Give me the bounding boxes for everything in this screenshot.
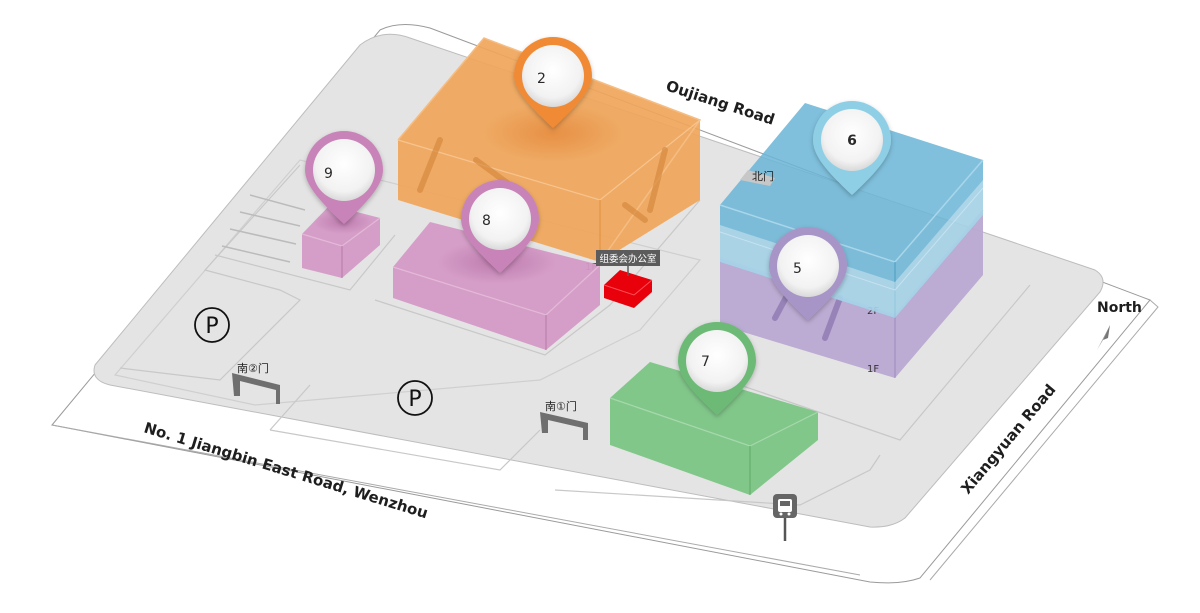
parking-area-2[interactable]: P: [397, 380, 433, 416]
office-building[interactable]: 组委会办公室: [596, 250, 660, 308]
office-tag: [596, 250, 660, 266]
north-gate-label: 北门: [752, 169, 774, 183]
floor-label: 2F: [867, 306, 879, 317]
north-label: North: [1097, 300, 1142, 316]
parking-area-1[interactable]: P: [194, 307, 230, 343]
pin-number: 8: [482, 213, 491, 229]
map-pin-2[interactable]: 2: [514, 37, 592, 128]
map-pin-8[interactable]: 8: [461, 180, 539, 273]
map-pin-6[interactable]: 6: [813, 101, 891, 195]
south-gate-1-label: 南①门: [545, 399, 577, 413]
pin-number: 9: [324, 166, 333, 182]
bus-stop[interactable]: [773, 494, 797, 541]
north-gate[interactable]: 北门: [740, 169, 775, 186]
south-gate-2-label: 南②门: [237, 361, 269, 375]
map-pin-7[interactable]: 7: [678, 322, 756, 415]
floor-label: 1F: [867, 364, 879, 375]
building-7[interactable]: [609, 362, 819, 495]
north-compass: North: [1097, 300, 1142, 350]
pin-number: 7: [701, 354, 710, 370]
office-label: 组委会办公室: [599, 253, 656, 265]
south-gate-2[interactable]: 南②门: [232, 361, 280, 404]
pin-number: 5: [793, 261, 802, 277]
pin-number: 2: [537, 71, 546, 87]
parking-symbol: P: [205, 314, 218, 339]
parking-symbol: P: [408, 387, 421, 412]
map-pin-9[interactable]: 9: [305, 131, 383, 224]
pin-number: 6: [847, 133, 857, 149]
south-gate-1[interactable]: 南①门: [540, 399, 588, 440]
north-arrow-icon: [1097, 325, 1110, 350]
map-pin-5[interactable]: 5: [769, 227, 847, 320]
bus-icon: [778, 499, 792, 516]
